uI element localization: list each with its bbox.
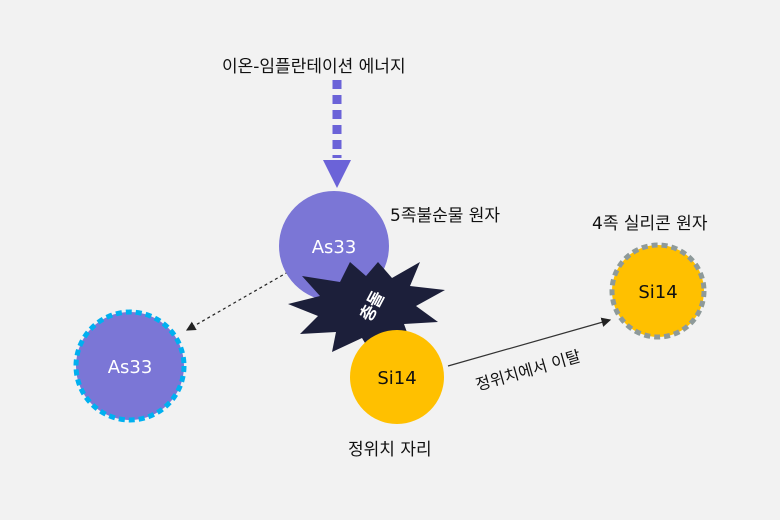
silicon-atom-caption: 4족 실리콘 원자 [592, 214, 708, 234]
silicon-displacement-arrow [447, 317, 612, 367]
displaced-silicon-label: Si14 [638, 282, 677, 303]
implant-energy-title: 이온-임플란테이션 에너지 [222, 57, 406, 77]
displaced-silicon-atom [609, 242, 707, 340]
lattice-silicon-atom [350, 330, 444, 424]
displaced-dopant-atom [73, 309, 187, 423]
lattice-silicon-label: Si14 [377, 368, 416, 389]
incoming-dopant-label: As33 [312, 237, 357, 258]
lattice-site-caption: 정위치 자리 [348, 440, 432, 460]
implant-energy-arrow-head [323, 160, 351, 188]
dopant-atom-caption: 5족불순물 원자 [390, 206, 501, 226]
displaced-dopant-label: As33 [108, 357, 153, 378]
dopant-deflection-arrow [185, 271, 289, 331]
